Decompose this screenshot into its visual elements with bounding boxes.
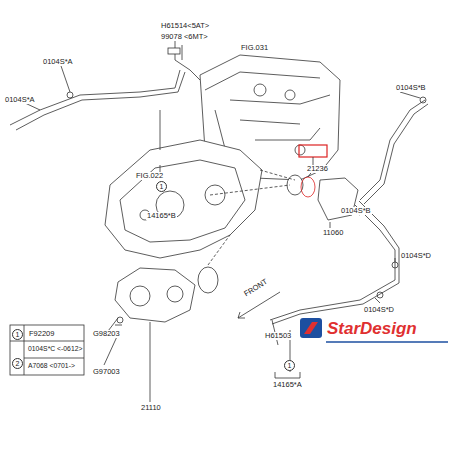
part-number: 0104S*B <box>340 207 372 215</box>
water-pump <box>115 268 195 322</box>
pump-gasket <box>198 267 218 293</box>
callout-number: 2 <box>12 358 23 369</box>
callout-number: 1 <box>284 360 295 371</box>
parts-table <box>10 325 84 375</box>
part-number: FIG.031 <box>240 44 269 52</box>
part-number: 0104S*D <box>400 252 432 260</box>
part-number: FIG.022 <box>135 172 164 180</box>
pipe <box>270 201 399 324</box>
part-number: 21110 <box>140 404 162 412</box>
part-number: G97003 <box>92 368 121 376</box>
part-number: 0104S*B <box>395 84 427 92</box>
callout-number: 1 <box>156 181 167 192</box>
part-number: A7068 <0701-> <box>27 363 76 370</box>
part-number: 14165*B <box>146 212 177 220</box>
part-number: 99078 <6MT> <box>160 33 209 41</box>
hose <box>10 70 185 130</box>
part-number: 0104S*A <box>42 58 74 66</box>
part-number: 11060 <box>322 229 344 237</box>
part-number: 0104S*C <-0612> <box>27 346 83 353</box>
part-number: F92209 <box>28 330 55 338</box>
part-number: H61514<5AT> <box>160 22 210 30</box>
direction-label: FRONT <box>242 277 270 298</box>
part-number: 0104S*D <box>363 306 395 314</box>
part-number: 14165*A <box>272 381 303 389</box>
callout-number: 1 <box>12 329 23 340</box>
highlight-box <box>299 145 327 157</box>
pipe <box>360 100 428 204</box>
watermark: StarDesign <box>326 320 418 337</box>
part-number: 21236 <box>306 165 329 173</box>
gasket <box>301 177 315 197</box>
logo-mark <box>300 318 322 338</box>
front-cover-gasket <box>105 140 262 258</box>
part-number: G98203 <box>92 330 121 338</box>
part-number: 0104S*A <box>4 96 36 104</box>
bolt <box>117 317 123 323</box>
clamp <box>168 48 180 54</box>
part-number: H61503 <box>264 332 292 340</box>
